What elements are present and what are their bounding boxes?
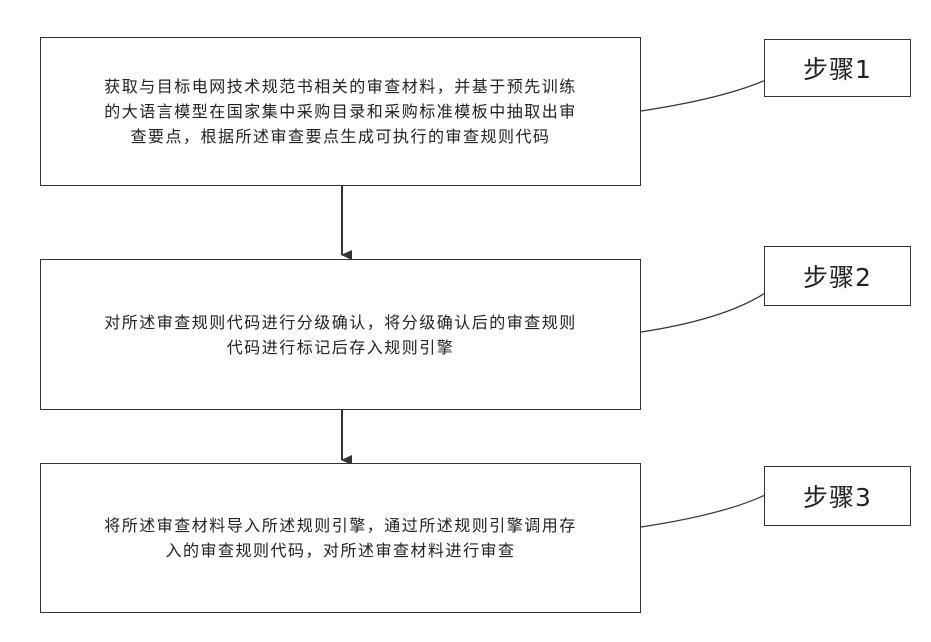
step3-description: 将所述审查材料导入所述规则引擎，通过所述规则引擎调用存 入的审查规则代码，对所述… [104, 513, 577, 563]
step2-process-box: 对所述审查规则代码进行分级确认，将分级确认后的审查规则 代码进行标记后存入规则引… [40, 259, 641, 410]
step3-process-box: 将所述审查材料导入所述规则引擎，通过所述规则引擎调用存 入的审查规则代码，对所述… [40, 463, 641, 613]
step2-text-line: 对所述审查规则代码进行分级确认，将分级确认后的审查规则 [104, 310, 577, 335]
step1-description: 获取与目标电网技术规范书相关的审查材料，并基于预先训练 的大语言模型在国家集中采… [104, 74, 577, 149]
step3-text-line: 将所述审查材料导入所述规则引擎，通过所述规则引擎调用存 [104, 513, 577, 538]
leader-line-step3 [641, 487, 780, 527]
step2-text-line: 代码进行标记后存入规则引擎 [104, 335, 577, 360]
step2-description: 对所述审查规则代码进行分级确认，将分级确认后的审查规则 代码进行标记后存入规则引… [104, 310, 577, 360]
step1-label: 步骤1 [764, 39, 911, 97]
step1-text-line: 查要点，根据所述审查要点生成可执行的审查规则代码 [104, 124, 577, 149]
step1-process-box: 获取与目标电网技术规范书相关的审查材料，并基于预先训练 的大语言模型在国家集中采… [40, 37, 641, 186]
step2-label: 步骤2 [764, 246, 911, 306]
step1-text-line: 获取与目标电网技术规范书相关的审查材料，并基于预先训练 [104, 74, 577, 99]
leader-line-step2 [641, 282, 780, 332]
step3-text-line: 入的审查规则代码，对所述审查材料进行审查 [104, 538, 577, 563]
leader-line-step1 [641, 72, 782, 111]
step1-text-line: 的大语言模型在国家集中采购目录和采购标准模板中抽取出审 [104, 99, 577, 124]
step3-label: 步骤3 [764, 466, 911, 526]
